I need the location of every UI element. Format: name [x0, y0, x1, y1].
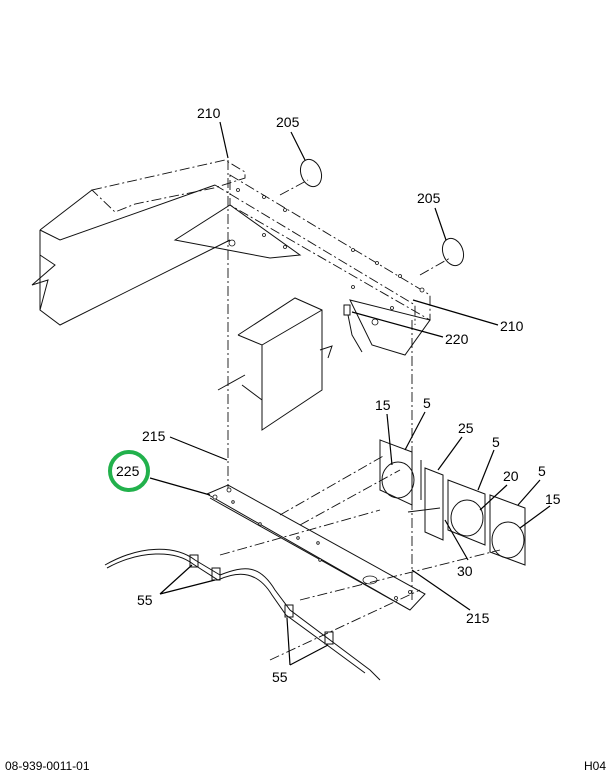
callout-5: 5: [492, 434, 500, 450]
callout-15: 15: [545, 491, 561, 507]
callout-220: 220: [445, 331, 469, 347]
cap-plug-205-a: [299, 158, 323, 188]
callout-5: 5: [423, 395, 431, 411]
callout-55: 55: [272, 669, 288, 685]
callout-5: 5: [538, 463, 546, 479]
callout-15: 15: [375, 397, 391, 413]
connector-220: [343, 304, 363, 353]
callout-55: 55: [137, 592, 153, 608]
sheet-code: H04: [584, 759, 607, 773]
lamp-assembly: [379, 439, 526, 566]
highlight-circle: [108, 450, 150, 492]
leader-lines: [149, 121, 551, 666]
upper-crossmember: [31, 159, 431, 356]
callout-225: 225: [116, 463, 140, 479]
callout-30: 30: [457, 563, 473, 579]
callout-210: 210: [500, 318, 524, 334]
drawing-number: 08-939-0011-01: [5, 759, 90, 773]
frame-bracket: [217, 297, 333, 431]
cap-plug-205-b: [441, 237, 465, 267]
callout-210: 210: [197, 105, 221, 121]
lower-crossmember-225: [205, 484, 426, 611]
wire-harness: [104, 548, 381, 681]
callout-25: 25: [458, 420, 474, 436]
callout-20: 20: [503, 468, 519, 484]
callout-215: 215: [142, 428, 166, 444]
callout-215: 215: [466, 610, 490, 626]
callout-205: 205: [276, 114, 300, 130]
callout-205: 205: [417, 190, 441, 206]
